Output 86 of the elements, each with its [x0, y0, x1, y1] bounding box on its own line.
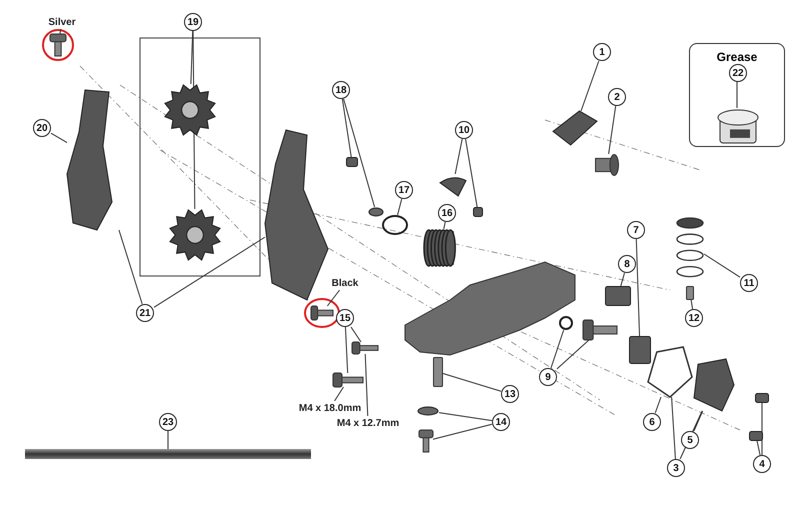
leader-line [154, 236, 266, 308]
callout-number: 18 [332, 81, 350, 99]
leader-line [756, 440, 761, 456]
leader-line [550, 330, 564, 368]
leader-line [343, 98, 376, 208]
bolt-drawing [50, 34, 66, 56]
cable-drawing [25, 449, 311, 459]
callout-number: 2 [608, 88, 626, 106]
callout-number: 16 [438, 204, 456, 222]
leader-line [704, 254, 740, 278]
leader-line [118, 230, 143, 304]
screw-drawing [346, 157, 358, 167]
grease-jar-drawing [718, 109, 758, 143]
leader-line [693, 410, 704, 432]
cover-drawing [694, 359, 734, 411]
gasket-drawing [648, 347, 692, 397]
screw-drawing [749, 431, 763, 441]
callout-number: 5 [681, 431, 699, 449]
callout-number: 6 [643, 413, 661, 431]
adjust-bolt-drawing [595, 154, 619, 176]
leader-line [580, 60, 600, 112]
bolt-drawing [311, 306, 333, 320]
washer-drawing [368, 207, 384, 217]
pulley-drawing [164, 84, 216, 136]
callout-number: 1 [593, 43, 611, 61]
callout-number: 13 [501, 385, 519, 403]
leader-line [736, 80, 738, 108]
pin-drawing [433, 357, 443, 387]
leader-line [326, 290, 340, 306]
leader-line [608, 106, 616, 154]
pin-drawing [686, 286, 694, 300]
ring-drawing [559, 316, 573, 330]
bolt-drawing [419, 430, 433, 452]
panel-heading: Grease [716, 50, 758, 64]
callout-number: 19 [184, 13, 202, 31]
bushing-drawing [629, 336, 651, 364]
callout-number: 21 [136, 304, 154, 322]
callout-number: 7 [627, 221, 645, 239]
leader-line [443, 222, 446, 230]
callout-number: 14 [492, 413, 510, 431]
leader-line [50, 132, 68, 144]
callout-number: 12 [685, 309, 703, 327]
leader-line [334, 386, 344, 402]
callout-number: 10 [455, 121, 473, 139]
pulley-drawing [169, 209, 221, 261]
cable-clamp-drawing [553, 111, 597, 145]
seal-stack-drawing [676, 215, 704, 275]
leader-line [465, 138, 478, 208]
washer-drawing [417, 406, 439, 416]
part-note: Black [329, 276, 361, 290]
bolt-drawing [333, 373, 363, 387]
leader-line [397, 198, 402, 216]
bolt-drawing [583, 320, 617, 340]
leader-line [344, 326, 348, 374]
leader-line [350, 326, 362, 342]
leader-line [454, 138, 463, 174]
bolt-drawing [352, 342, 378, 354]
leader-line [690, 300, 694, 310]
bushing-drawing [605, 286, 631, 306]
callout-number: 8 [618, 255, 636, 273]
leader-line [620, 272, 625, 286]
leader-line [671, 396, 676, 460]
leader-line [442, 373, 502, 392]
callout-number: 15 [336, 309, 354, 327]
leader-line [438, 412, 492, 422]
leader-line [636, 238, 640, 336]
leader-line [556, 340, 590, 370]
leader-line [364, 354, 368, 416]
ring-drawing [382, 215, 408, 235]
leader-line [342, 98, 352, 158]
callout-number: 9 [539, 368, 557, 386]
callout-number: 4 [753, 455, 771, 473]
screw-drawing [755, 393, 769, 403]
leader-line [432, 424, 492, 440]
callout-number: 17 [395, 181, 413, 199]
leader-line [59, 28, 62, 34]
leader-line [654, 396, 662, 414]
callout-number: 3 [667, 459, 685, 477]
callout-number: 23 [159, 413, 177, 431]
leader-line [680, 410, 703, 460]
callout-number: 22 [729, 64, 747, 82]
callout-number: 11 [740, 274, 758, 292]
inset-panel [689, 43, 785, 147]
callout-number: 20 [33, 119, 51, 137]
leader-line [190, 30, 194, 84]
screw-drawing [473, 207, 483, 217]
